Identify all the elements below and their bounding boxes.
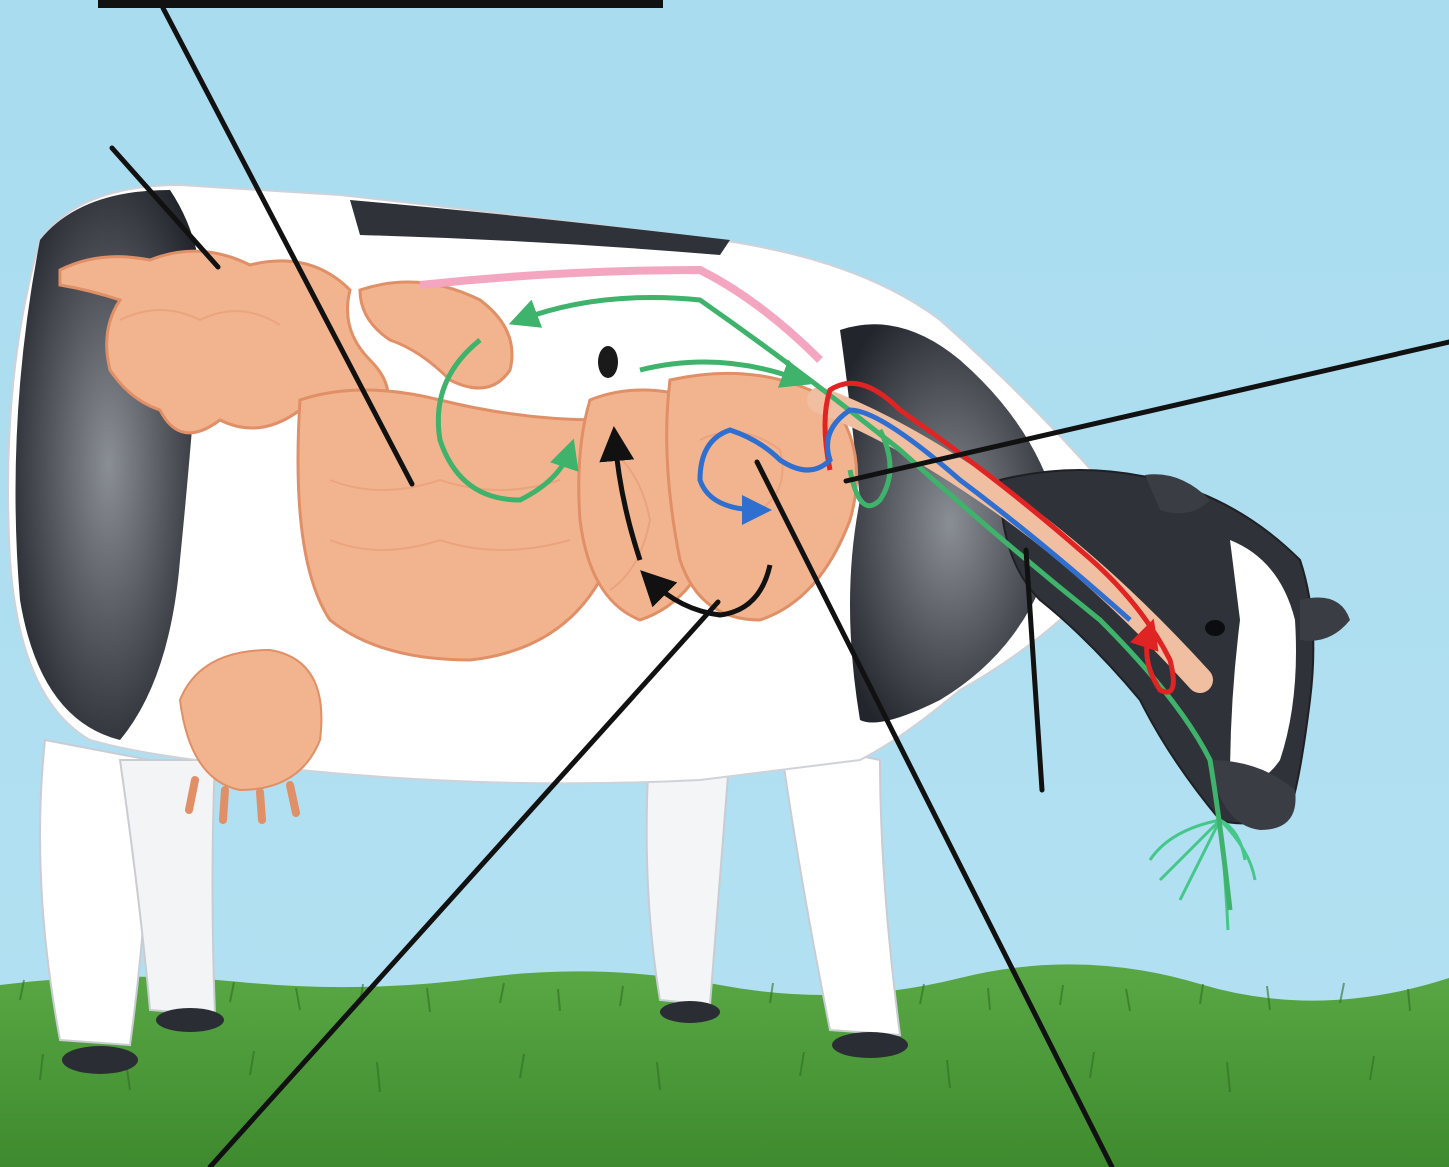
omasum-opening xyxy=(598,346,618,378)
label-bar xyxy=(98,0,663,8)
rumen xyxy=(298,390,610,660)
grass xyxy=(0,964,1449,1167)
